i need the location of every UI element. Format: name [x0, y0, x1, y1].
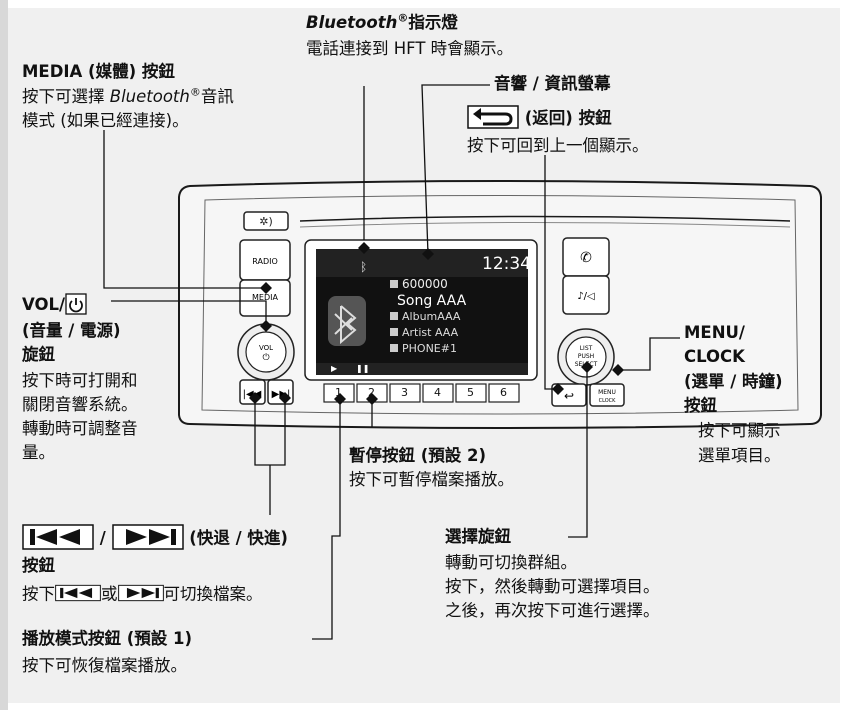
screen-artist: Artist AAA — [402, 326, 459, 339]
menu-clock-desc1: 按下可顯示 — [698, 421, 781, 440]
seek-buttons-type: 按鈕 — [22, 556, 55, 575]
bluetooth-small-icon: ᛒ — [360, 260, 368, 274]
svg-text:LIST: LIST — [580, 345, 593, 352]
seek-buttons-title: / (快退 / 快進) — [22, 524, 288, 552]
bluetooth-indicator-desc: 電話連接到 HFT 時會顯示。 — [306, 39, 514, 58]
svg-text:↩: ↩ — [564, 389, 574, 403]
bluetooth-indicator-title: Bluetooth®指示燈 — [306, 11, 458, 33]
preset-label: 3 — [401, 386, 408, 399]
svg-text:CLOCK: CLOCK — [599, 398, 617, 404]
screen-song: Song AAA — [397, 293, 467, 309]
preset-label: 5 — [467, 386, 474, 399]
leader-lines — [103, 84, 680, 640]
list-select-knob: LIST PUSH SELECT — [557, 328, 615, 386]
vol-knob-subtitle: (音量 / 電源) — [22, 321, 121, 340]
vol-knob-title: VOL/ — [22, 292, 87, 317]
svg-text:RADIO: RADIO — [252, 257, 278, 266]
radio-button: RADIO — [239, 239, 291, 281]
skip-forward-icon — [111, 524, 184, 550]
select-knob-title: 選擇旋鈕 — [445, 527, 511, 546]
pause-button-title: 暫停按鈕 (預設 2) — [349, 446, 487, 465]
skip-forward-icon — [117, 584, 164, 602]
svg-text:✆: ✆ — [580, 250, 592, 266]
skip-back-icon — [22, 524, 94, 550]
screen-album: AlbumAAA — [402, 310, 461, 323]
preset-buttons — [323, 383, 520, 403]
vol-knob-desc2: 關閉音響系統。 — [22, 395, 138, 414]
screen-number: 600000 — [402, 277, 448, 291]
svg-text:⏻: ⏻ — [262, 352, 269, 363]
seek-buttons-desc: 按下或可切換檔案。 — [22, 583, 263, 607]
back-button-title: (返回) 按鈕 — [467, 105, 612, 131]
screen-phone: PHONE#1 — [402, 342, 457, 355]
select-knob-desc3: 之後，再次按下可進行選擇。 — [445, 601, 660, 620]
media-button-desc1: 按下可選擇 Bluetooth®音訊 — [22, 85, 234, 107]
preset-label: 6 — [500, 386, 507, 399]
phone-button: ✆ — [562, 237, 610, 277]
power-icon — [65, 292, 87, 315]
svg-text:MENU: MENU — [598, 389, 616, 396]
preset-label: 4 — [434, 386, 441, 399]
media-button-title: MEDIA (媒體) 按鈕 — [22, 62, 175, 81]
vol-knob-type: 旋鈕 — [22, 345, 55, 364]
select-knob-desc1: 轉動可切換群組。 — [445, 553, 577, 572]
vol-knob-desc3: 轉動時可調整音 — [22, 419, 138, 438]
menu-button-device: MENU CLOCK — [589, 383, 625, 407]
svg-text:MEDIA: MEDIA — [252, 293, 278, 302]
skip-back-icon — [55, 584, 101, 602]
screen-play-icon: ▶ — [331, 364, 338, 373]
svg-text:✲): ✲) — [259, 215, 273, 228]
audio-screen-title: 音響 / 資訊螢幕 — [494, 74, 611, 93]
svg-text:PUSH: PUSH — [578, 353, 594, 360]
play-mode-desc: 按下可恢復檔案播放。 — [22, 656, 187, 675]
bluetooth-big-icon — [328, 296, 366, 346]
screen-pause-icon: ❚❚ — [356, 364, 370, 373]
menu-clock-subtitle: (選單 / 時鐘) — [684, 372, 783, 391]
vol-knob: VOL ⏻ — [237, 323, 295, 381]
hazard-button: ✲) — [243, 211, 289, 231]
media-button: MEDIA — [239, 279, 291, 317]
media-button-desc2: 模式 (如果已經連接)。 — [22, 111, 189, 130]
select-knob-desc2: 按下，然後轉動可選擇項目。 — [445, 577, 660, 596]
svg-text:|◀◀: |◀◀ — [243, 389, 262, 400]
screen-clock: 12:34 — [482, 254, 531, 274]
menu-clock-type: 按鈕 — [684, 396, 717, 415]
preset-label: 2 — [368, 386, 375, 399]
vol-knob-desc1: 按下時可打開和 — [22, 371, 138, 390]
preset-label: 1 — [335, 386, 342, 399]
svg-text:▶▶|: ▶▶| — [272, 389, 291, 400]
back-button-desc: 按下可回到上一個顯示。 — [467, 136, 649, 155]
leader-endpoints — [249, 242, 624, 405]
menu-clock-desc2: 選單項目。 — [698, 446, 781, 465]
svg-text:♪/◁: ♪/◁ — [577, 291, 595, 302]
play-mode-title: 播放模式按鈕 (預設 1) — [22, 629, 193, 648]
voice-button: ♪/◁ — [562, 275, 610, 315]
svg-text:VOL: VOL — [259, 344, 273, 352]
menu-clock-title1: MENU/ — [684, 323, 745, 342]
menu-clock-title2: CLOCK — [684, 347, 745, 366]
back-icon — [467, 105, 519, 129]
pause-button-desc: 按下可暫停檔案播放。 — [349, 470, 514, 489]
vol-knob-desc4: 量。 — [22, 443, 55, 462]
